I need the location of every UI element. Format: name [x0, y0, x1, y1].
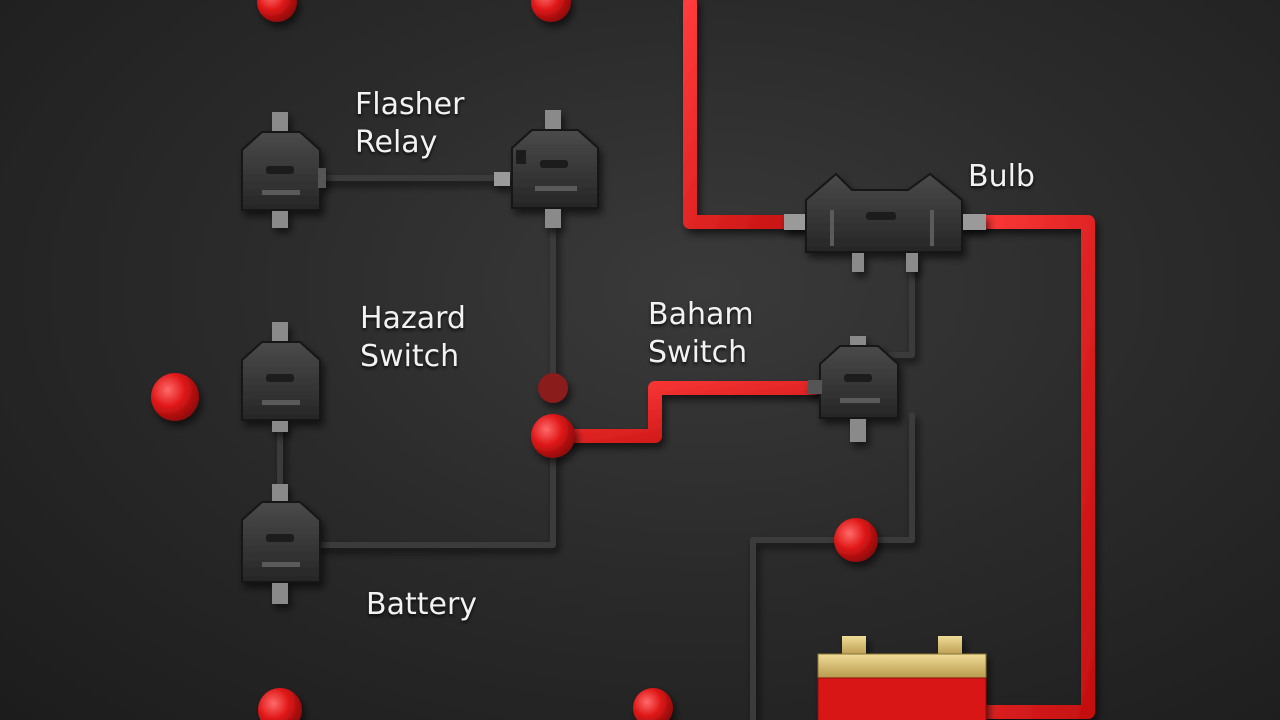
- hazard-switch-label: Hazard Switch: [360, 300, 466, 376]
- bulb-label: Bulb: [968, 158, 1035, 196]
- hazard-label-line2: Switch: [360, 339, 460, 374]
- baham-label-line2: Switch: [648, 335, 748, 370]
- dark-wires: [277, 175, 915, 720]
- flasher-label-line2: Relay: [355, 125, 438, 160]
- baham-label-line1: Baham: [648, 297, 754, 332]
- junction-nodes: [151, 0, 878, 720]
- red-wire-mid-to-switch: [546, 381, 822, 443]
- hazard-label-line1: Hazard: [360, 301, 466, 336]
- node-left: [151, 373, 199, 421]
- flasher-relay-right: [494, 110, 599, 228]
- red-wire-to-bulb: [683, 0, 807, 229]
- battery-label: Battery: [366, 586, 477, 624]
- bulb-component: [784, 172, 986, 272]
- node-hazard-right: [538, 373, 568, 403]
- flasher-relay-left: [241, 112, 326, 228]
- flasher-label-line1: Flasher: [355, 87, 465, 122]
- node-bottom-left: [258, 688, 302, 720]
- dark-wire-battery-link: [315, 447, 556, 548]
- node-bottom-mid: [633, 688, 673, 720]
- bulb-label-text: Bulb: [968, 159, 1035, 194]
- node-top-mid: [531, 0, 571, 22]
- battery-connector: [241, 484, 321, 604]
- baham-switch-connector: [808, 336, 899, 442]
- dark-wire-bulb-right: [887, 255, 915, 358]
- red-wire-bulb-return: [958, 215, 1095, 719]
- flasher-relay-label: Flasher Relay: [355, 86, 464, 162]
- battery-label-text: Battery: [366, 587, 478, 622]
- baham-switch-label: Baham Switch: [648, 296, 754, 372]
- dark-wire-switch-down: [750, 412, 915, 720]
- node-switch-low: [834, 518, 878, 562]
- battery-component: [817, 636, 987, 720]
- node-top-left: [257, 0, 297, 22]
- hazard-switch-connector: [241, 322, 321, 432]
- node-center: [531, 414, 575, 458]
